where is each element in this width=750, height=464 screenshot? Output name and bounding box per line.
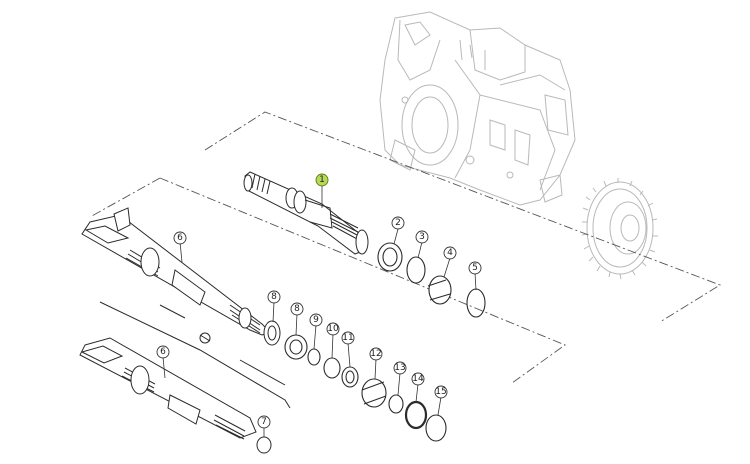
lower-shaft-assembly xyxy=(79,301,291,454)
part-14-oring xyxy=(404,400,428,430)
part-11-ring xyxy=(341,366,359,388)
callout-6-upper[interactable]: 6 xyxy=(173,231,187,245)
svg-text:9: 9 xyxy=(313,315,319,325)
callout-11[interactable]: 11 xyxy=(341,331,355,345)
callouts: 1 2 3 4 5 6 6 7 xyxy=(156,173,482,429)
callout-8-upper[interactable]: 8 xyxy=(267,290,281,304)
callout-14[interactable]: 14 xyxy=(411,372,425,386)
ring-gear xyxy=(581,178,658,280)
svg-text:8: 8 xyxy=(271,292,277,302)
svg-text:1: 1 xyxy=(319,175,325,185)
svg-text:3: 3 xyxy=(419,232,425,242)
svg-text:12: 12 xyxy=(370,349,381,359)
svg-text:8: 8 xyxy=(294,304,300,314)
callout-5[interactable]: 5 xyxy=(468,261,482,275)
callout-2[interactable]: 2 xyxy=(391,216,405,230)
upper-ring-group xyxy=(377,242,486,318)
svg-text:15: 15 xyxy=(435,387,446,397)
assembly-frames xyxy=(89,111,722,384)
svg-text:13: 13 xyxy=(394,363,405,373)
part-9-ring xyxy=(307,348,321,366)
part-4-sleeve xyxy=(428,275,452,305)
part-8-washer-upper xyxy=(263,320,281,346)
part-2-bearing xyxy=(377,242,403,272)
lower-ring-group xyxy=(361,378,447,442)
svg-text:6: 6 xyxy=(160,347,166,357)
part-8-bearing xyxy=(284,334,308,360)
part-7-ring xyxy=(256,436,272,454)
svg-text:4: 4 xyxy=(447,248,453,258)
callout-13[interactable]: 13 xyxy=(393,361,407,375)
svg-text:14: 14 xyxy=(412,374,424,384)
callout-8-lower[interactable]: 8 xyxy=(290,302,304,316)
leader-lines xyxy=(162,186,477,437)
callout-1[interactable]: 1 xyxy=(315,173,329,187)
callout-6-lower[interactable]: 6 xyxy=(156,345,170,359)
callout-10[interactable]: 10 xyxy=(326,322,340,336)
svg-text:2: 2 xyxy=(395,218,401,228)
callout-12[interactable]: 12 xyxy=(369,347,383,361)
callout-9[interactable]: 9 xyxy=(309,313,323,327)
svg-text:6: 6 xyxy=(177,233,183,243)
part-5-snap-ring xyxy=(466,288,486,318)
callout-3[interactable]: 3 xyxy=(415,230,429,244)
callout-15[interactable]: 15 xyxy=(434,385,448,399)
callout-4[interactable]: 4 xyxy=(443,246,457,260)
svg-text:11: 11 xyxy=(342,333,353,343)
part-10-ring xyxy=(323,357,341,379)
part-15-ring xyxy=(425,414,447,442)
part-12-bearing xyxy=(361,378,387,408)
transmission-housing xyxy=(379,11,576,206)
callout-7[interactable]: 7 xyxy=(257,415,271,429)
upper-shaft-assembly xyxy=(81,207,281,346)
part-13-ring xyxy=(388,394,404,414)
svg-text:7: 7 xyxy=(261,417,267,427)
main-shaft xyxy=(243,171,369,255)
svg-text:5: 5 xyxy=(472,263,478,273)
svg-text:10: 10 xyxy=(327,324,339,334)
part-3-ring xyxy=(406,256,426,284)
